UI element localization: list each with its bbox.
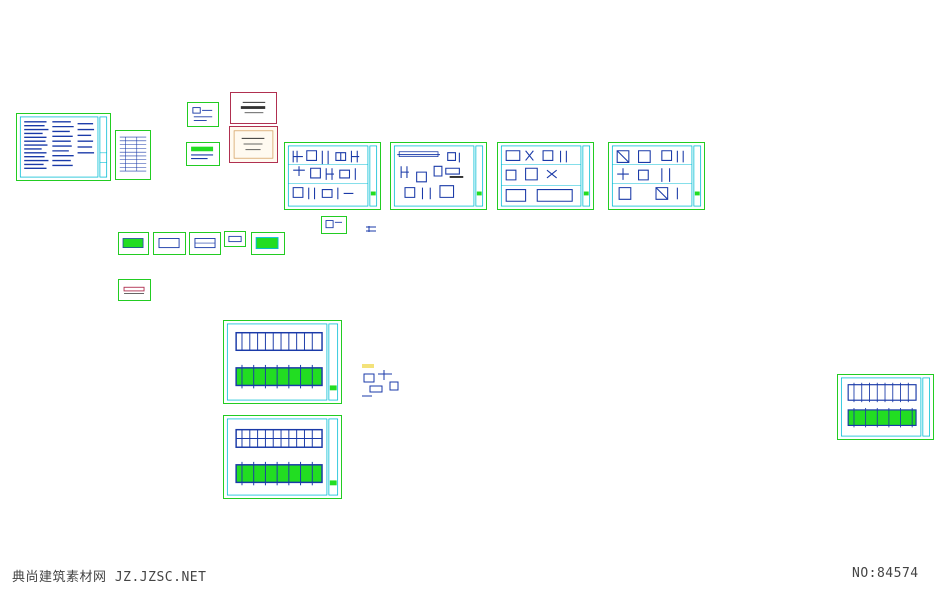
sheet-red-cover[interactable] [230,92,277,124]
sheet-general-notes[interactable] [16,113,111,181]
sheet-red-title[interactable] [229,126,278,163]
sheet-plan-small-4[interactable] [224,231,246,247]
sheet-plan-small-1-art [122,238,144,248]
sheet-drawing-list-art [119,136,147,172]
sheet-plan-small-3[interactable] [189,232,221,255]
sheet-plan-small-1[interactable] [118,232,149,255]
sheet-red-cover-art [240,101,266,114]
sheet-mini-symbol[interactable] [365,225,377,233]
sheet-detail-b-art [393,145,484,207]
sheet-detail-c-art [500,145,591,207]
sheet-mini-detail-art [325,220,342,229]
sheet-red-title-art [233,130,274,159]
sheet-detail-a[interactable] [284,142,381,210]
sheet-plan-right-art [840,377,931,437]
sheet-plan-small-5[interactable] [251,232,285,255]
sheet-plan-small-6[interactable] [118,279,151,301]
sheet-plan-right[interactable] [837,374,934,440]
sheet-small-detail-1-art [192,107,213,121]
sheet-general-notes-art [19,116,108,178]
sheet-drawing-list[interactable] [115,130,151,180]
sheet-mini-symbol-art [366,226,376,232]
sheet-detail-d[interactable] [608,142,705,210]
sheet-small-detail-2-art [191,146,214,160]
sheet-mini-detail[interactable] [321,216,347,234]
sheet-plan-small-2-art [158,238,180,249]
sheet-plan-large-2-art [226,418,339,496]
loose-detail-cluster-art [362,364,399,397]
sheet-detail-c[interactable] [497,142,594,210]
watermark-text: 典尚建筑素材网 JZ.JZSC.NET [12,570,207,585]
sheet-small-detail-2[interactable] [186,142,220,166]
reference-number: NO:84574 [852,566,919,581]
loose-detail-cluster[interactable] [356,362,404,402]
sheet-plan-large-2[interactable] [223,415,342,499]
sheet-plan-small-2[interactable] [153,232,186,255]
sheet-plan-small-6-art [123,286,145,294]
sheet-plan-small-4-art [228,235,242,243]
sheet-plan-large-1-art [226,323,339,401]
sheet-small-detail-1[interactable] [187,102,219,127]
sheet-plan-small-3-art [194,238,216,249]
sheet-detail-b[interactable] [390,142,487,210]
sheet-detail-d-art [611,145,702,207]
sheet-plan-large-1[interactable] [223,320,342,404]
sheet-plan-small-5-art [255,237,279,249]
sheet-detail-a-art [287,145,378,207]
